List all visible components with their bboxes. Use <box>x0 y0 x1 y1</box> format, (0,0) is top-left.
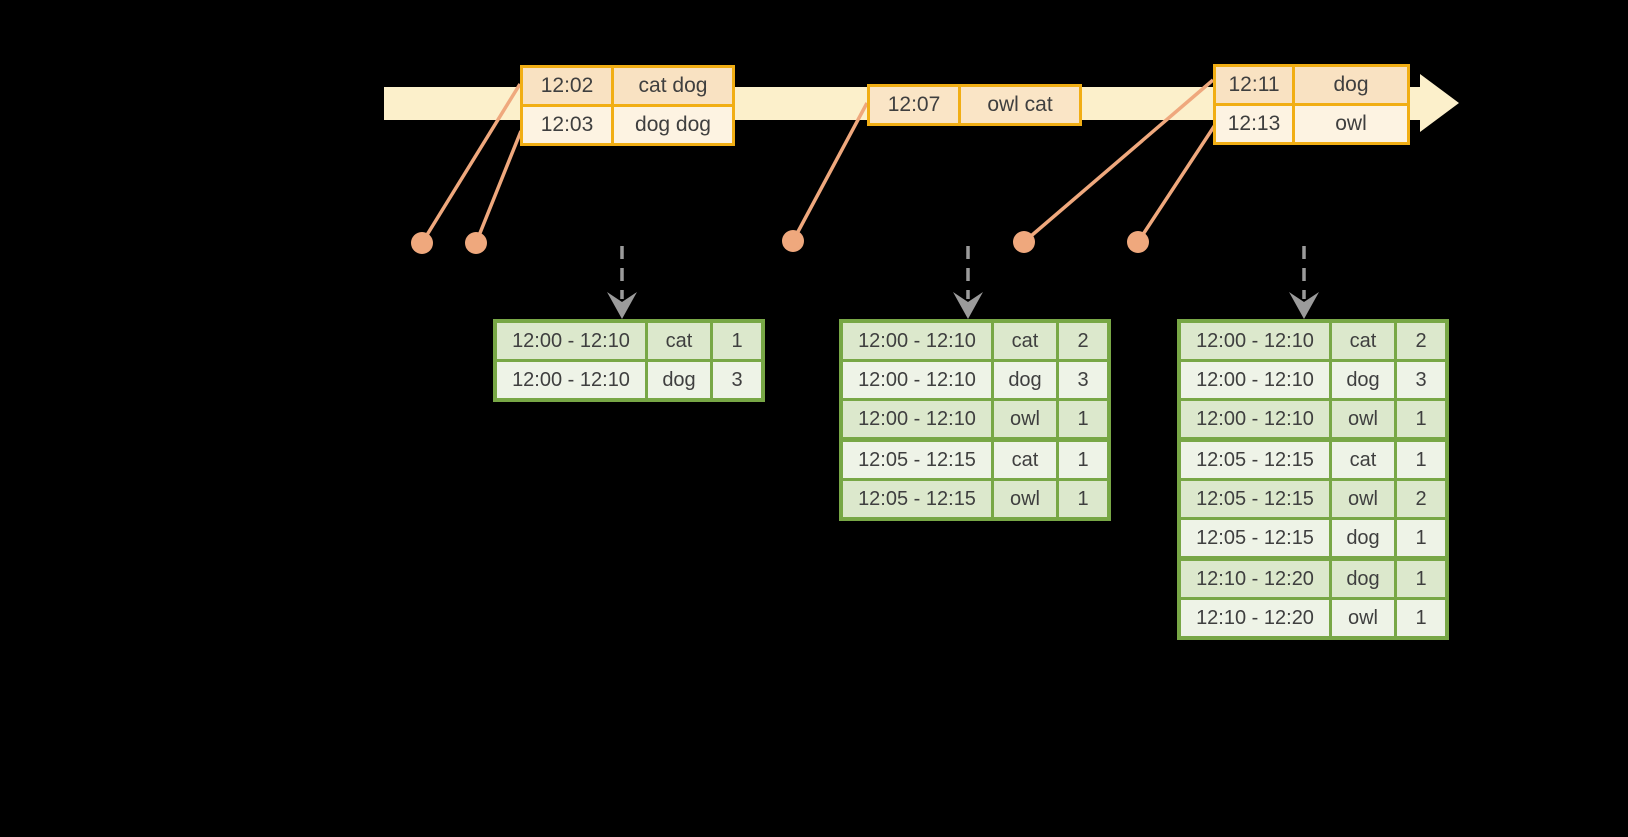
result-row: 12:00 - 12:10 dog 3 <box>839 359 1111 401</box>
event-connector-line <box>1022 78 1215 244</box>
event-time-cell: 12:13 <box>1213 103 1295 145</box>
count-cell: 1 <box>1394 437 1449 481</box>
event-connector-line <box>474 130 523 244</box>
count-cell: 2 <box>1394 319 1449 362</box>
word-cell: owl <box>1329 478 1397 520</box>
result-row: 12:05 - 12:15 dog 1 <box>1177 517 1449 560</box>
event-row: 12:11 dog <box>1213 64 1410 106</box>
count-cell: 3 <box>710 359 765 402</box>
event-row: 12:13 owl <box>1213 103 1410 145</box>
trigger-arrowhead-icon <box>1289 292 1319 319</box>
word-cell: cat <box>1329 319 1397 362</box>
event-row: 12:07 owl cat <box>867 84 1082 126</box>
count-cell: 2 <box>1394 478 1449 520</box>
result-row: 12:05 - 12:15 owl 2 <box>1177 478 1449 520</box>
event-connector-line <box>791 102 869 242</box>
window-cell: 12:05 - 12:15 <box>1177 517 1332 560</box>
result-row: 12:05 - 12:15 owl 1 <box>839 478 1111 521</box>
timeline-arrowhead-icon <box>1420 74 1459 132</box>
event-table-2: 12:07 owl cat <box>867 84 1082 126</box>
word-cell: owl <box>1329 597 1397 640</box>
window-cell: 12:00 - 12:10 <box>1177 319 1332 362</box>
window-cell: 12:00 - 12:10 <box>839 359 994 401</box>
event-dot <box>465 232 487 254</box>
event-dot <box>782 230 804 252</box>
result-table-2: 12:00 - 12:10 cat 2 12:00 - 12:10 dog 3 … <box>839 319 1111 521</box>
event-words-cell: owl cat <box>958 84 1082 126</box>
event-dot <box>1013 231 1035 253</box>
event-words-cell: owl <box>1292 103 1410 145</box>
result-row: 12:00 - 12:10 cat 2 <box>839 319 1111 362</box>
result-row: 12:00 - 12:10 dog 3 <box>1177 359 1449 401</box>
count-cell: 1 <box>1394 556 1449 600</box>
window-cell: 12:10 - 12:20 <box>1177 556 1332 600</box>
window-cell: 12:00 - 12:10 <box>1177 359 1332 401</box>
event-connector-line <box>420 83 522 244</box>
count-cell: 3 <box>1394 359 1449 401</box>
count-cell: 1 <box>710 319 765 362</box>
window-cell: 12:05 - 12:15 <box>1177 478 1332 520</box>
event-connector-line <box>1136 124 1217 243</box>
result-table-1: 12:00 - 12:10 cat 1 12:00 - 12:10 dog 3 <box>493 319 765 402</box>
trigger-arrowhead-icon <box>953 292 983 319</box>
result-row: 12:00 - 12:10 owl 1 <box>839 398 1111 441</box>
count-cell: 1 <box>1394 398 1449 441</box>
window-cell: 12:05 - 12:15 <box>839 437 994 481</box>
result-row: 12:00 - 12:10 owl 1 <box>1177 398 1449 441</box>
word-cell: cat <box>1329 437 1397 481</box>
count-cell: 2 <box>1056 319 1111 362</box>
window-cell: 12:00 - 12:10 <box>839 398 994 441</box>
result-row: 12:05 - 12:15 cat 1 <box>1177 437 1449 481</box>
window-cell: 12:05 - 12:15 <box>1177 437 1332 481</box>
window-cell: 12:10 - 12:20 <box>1177 597 1332 640</box>
count-cell: 1 <box>1056 478 1111 521</box>
count-cell: 1 <box>1394 517 1449 560</box>
event-time-cell: 12:03 <box>520 104 614 146</box>
event-time-cell: 12:07 <box>867 84 961 126</box>
event-time-cell: 12:02 <box>520 65 614 107</box>
event-dot <box>411 232 433 254</box>
window-cell: 12:00 - 12:10 <box>493 359 648 402</box>
word-cell: owl <box>1329 398 1397 441</box>
window-cell: 12:00 - 12:10 <box>1177 398 1332 441</box>
word-cell: owl <box>991 478 1059 521</box>
count-cell: 1 <box>1056 398 1111 441</box>
window-cell: 12:00 - 12:10 <box>839 319 994 362</box>
window-cell: 12:00 - 12:10 <box>493 319 648 362</box>
event-row: 12:02 cat dog <box>520 65 735 107</box>
word-cell: owl <box>991 398 1059 441</box>
result-table-3: 12:00 - 12:10 cat 2 12:00 - 12:10 dog 3 … <box>1177 319 1449 640</box>
count-cell: 1 <box>1056 437 1111 481</box>
result-row: 12:05 - 12:15 cat 1 <box>839 437 1111 481</box>
event-time-cell: 12:11 <box>1213 64 1295 106</box>
event-words-cell: cat dog <box>611 65 735 107</box>
result-row: 12:00 - 12:10 dog 3 <box>493 359 765 402</box>
word-cell: dog <box>1329 556 1397 600</box>
event-words-cell: dog <box>1292 64 1410 106</box>
event-words-cell: dog dog <box>611 104 735 146</box>
event-table-3: 12:11 dog 12:13 owl <box>1213 64 1410 145</box>
window-cell: 12:05 - 12:15 <box>839 478 994 521</box>
word-cell: cat <box>645 319 713 362</box>
word-cell: dog <box>991 359 1059 401</box>
event-dot <box>1127 231 1149 253</box>
word-cell: cat <box>991 319 1059 362</box>
word-cell: cat <box>991 437 1059 481</box>
word-cell: dog <box>1329 359 1397 401</box>
result-row: 12:00 - 12:10 cat 2 <box>1177 319 1449 362</box>
result-row: 12:10 - 12:20 dog 1 <box>1177 556 1449 600</box>
word-cell: dog <box>645 359 713 402</box>
count-cell: 3 <box>1056 359 1111 401</box>
result-row: 12:00 - 12:10 cat 1 <box>493 319 765 362</box>
result-row: 12:10 - 12:20 owl 1 <box>1177 597 1449 640</box>
word-cell: dog <box>1329 517 1397 560</box>
trigger-arrowhead-icon <box>607 292 637 319</box>
count-cell: 1 <box>1394 597 1449 640</box>
event-row: 12:03 dog dog <box>520 104 735 146</box>
event-table-1: 12:02 cat dog 12:03 dog dog <box>520 65 735 146</box>
